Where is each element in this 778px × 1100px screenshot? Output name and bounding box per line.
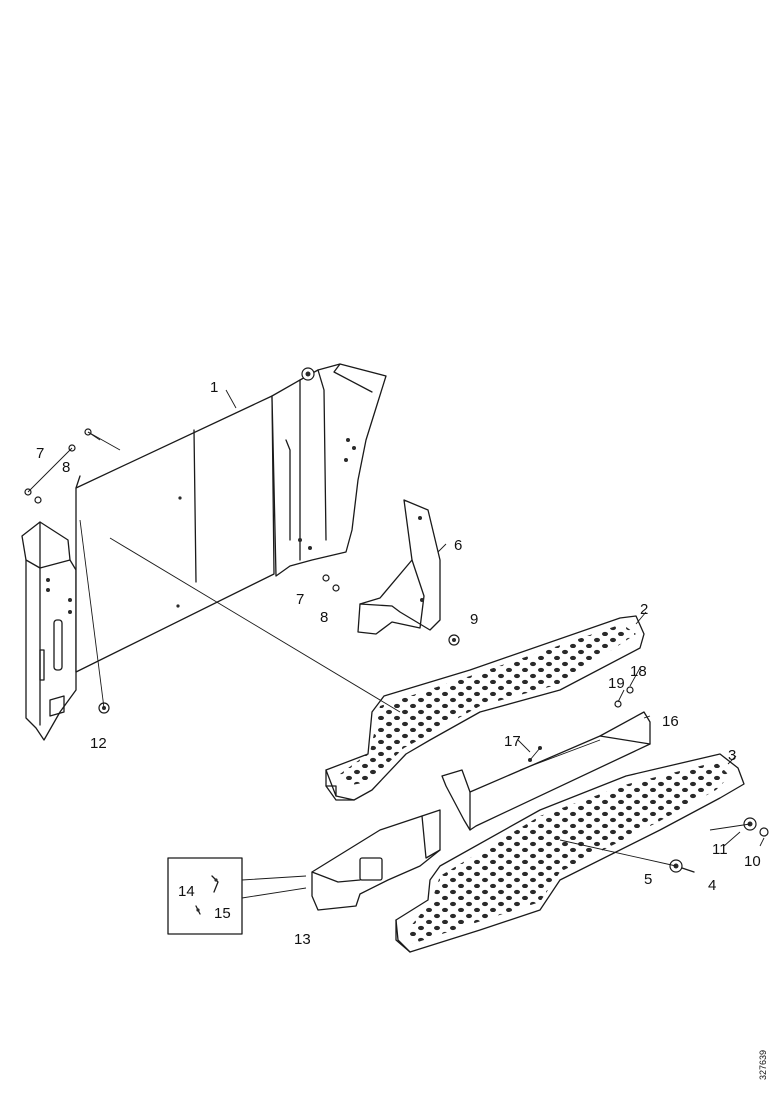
callout-9: 9 [470, 611, 478, 628]
callout-16: 16 [662, 713, 679, 730]
callout-15: 15 [214, 905, 231, 922]
frame-panel [21, 363, 387, 741]
callout-17: 17 [504, 733, 521, 750]
end-cap [311, 809, 441, 911]
callout-7-top: 7 [36, 445, 44, 462]
callout-19: 19 [608, 675, 625, 692]
callout-2: 2 [640, 601, 648, 618]
callout-8-mid: 8 [320, 609, 328, 626]
upper-step-plate [325, 615, 645, 801]
support-beam [441, 711, 651, 831]
callout-7-mid: 7 [296, 591, 304, 608]
detail-inset-box [167, 857, 243, 935]
callout-5: 5 [644, 871, 652, 888]
document-number: 327639 [758, 1050, 768, 1080]
callout-13: 13 [294, 931, 311, 948]
callout-10: 10 [744, 853, 761, 870]
callout-14: 14 [178, 883, 195, 900]
callout-labels: 1 2 3 4 5 6 7 7 8 8 9 10 11 12 13 14 15 … [36, 379, 761, 948]
callout-18: 18 [630, 663, 647, 680]
lower-step-plate [395, 753, 745, 953]
callout-leaders [225, 389, 765, 847]
callout-6: 6 [454, 537, 462, 554]
callout-8-top: 8 [62, 459, 70, 476]
side-bracket [357, 499, 441, 635]
callout-11: 11 [712, 841, 728, 858]
callout-12: 12 [90, 735, 107, 752]
callout-3: 3 [728, 747, 736, 764]
assembly-leader-lines [27, 431, 751, 867]
callout-1: 1 [210, 379, 218, 396]
callout-4: 4 [708, 877, 716, 894]
